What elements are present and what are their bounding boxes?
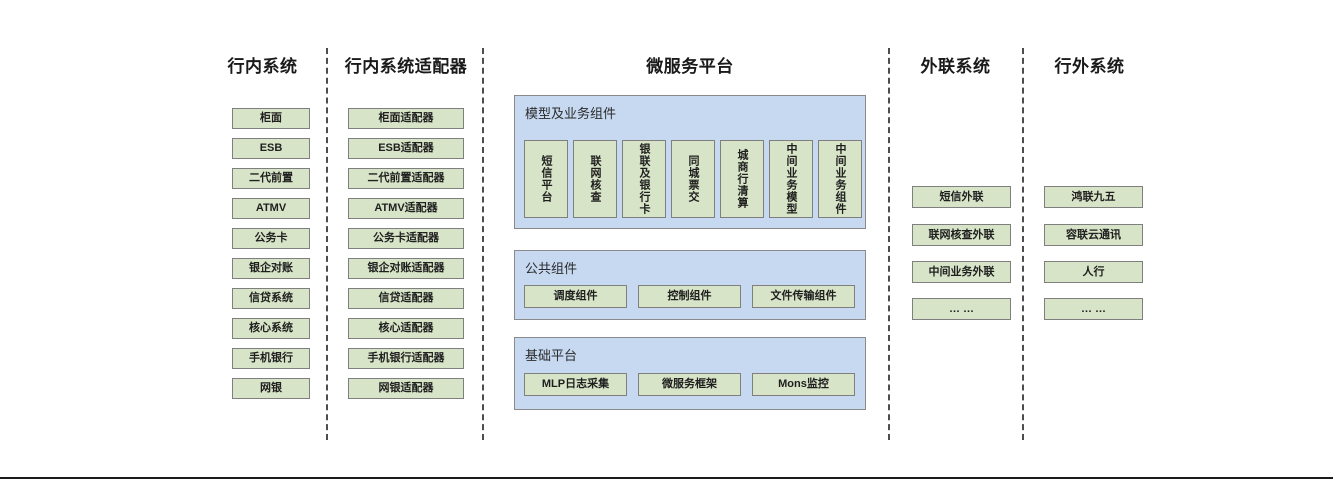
- column-title-external-link: 外联系统: [920, 57, 991, 76]
- column-title-inbank-adapter: 行内系统适配器: [344, 57, 468, 76]
- list-item[interactable]: 人行: [1044, 261, 1143, 283]
- list-item[interactable]: 二代前置: [232, 168, 310, 189]
- list-item[interactable]: 手机银行: [232, 348, 310, 369]
- component-box[interactable]: 联网核查: [573, 140, 617, 218]
- list-item[interactable]: 鸿联九五: [1044, 186, 1143, 208]
- list-item[interactable]: ESB适配器: [348, 138, 464, 159]
- list-item[interactable]: 柜面适配器: [348, 108, 464, 129]
- list-item[interactable]: … …: [912, 298, 1011, 320]
- list-item[interactable]: 信贷系统: [232, 288, 310, 309]
- list-item[interactable]: 联网核查外联: [912, 224, 1011, 246]
- component-box[interactable]: 控制组件: [638, 285, 741, 308]
- list-item[interactable]: 容联云通讯: [1044, 224, 1143, 246]
- list-item[interactable]: 核心系统: [232, 318, 310, 339]
- list-item[interactable]: 柜面: [232, 108, 310, 129]
- component-box[interactable]: Mons监控: [752, 373, 855, 396]
- component-box[interactable]: 中间业务模型: [769, 140, 813, 218]
- list-item[interactable]: 公务卡: [232, 228, 310, 249]
- component-box[interactable]: 同城票交: [671, 140, 715, 218]
- component-box[interactable]: 中间业务组件: [818, 140, 862, 218]
- list-item[interactable]: 二代前置适配器: [348, 168, 464, 189]
- column-title-outbank: 行外系统: [1054, 57, 1125, 76]
- list-item[interactable]: … …: [1044, 298, 1143, 320]
- panel-label-model-business: 模型及业务组件: [525, 106, 617, 121]
- separator-3: [888, 48, 890, 440]
- component-box[interactable]: 银联及银行卡: [622, 140, 666, 218]
- component-box[interactable]: MLP日志采集: [524, 373, 627, 396]
- list-item[interactable]: 银企对账适配器: [348, 258, 464, 279]
- separator-4: [1022, 48, 1024, 440]
- list-item[interactable]: 网银: [232, 378, 310, 399]
- list-item[interactable]: 短信外联: [912, 186, 1011, 208]
- panel-label-public-components: 公共组件: [525, 261, 578, 276]
- list-item[interactable]: 信贷适配器: [348, 288, 464, 309]
- component-box[interactable]: 调度组件: [524, 285, 627, 308]
- list-item[interactable]: 银企对账: [232, 258, 310, 279]
- component-box[interactable]: 城商行清算: [720, 140, 764, 218]
- list-item[interactable]: 网银适配器: [348, 378, 464, 399]
- list-item[interactable]: ATMV: [232, 198, 310, 219]
- separator-2: [482, 48, 484, 440]
- list-item[interactable]: 核心适配器: [348, 318, 464, 339]
- separator-1: [326, 48, 328, 440]
- list-item[interactable]: 中间业务外联: [912, 261, 1011, 283]
- column-title-microservice-platform: 微服务平台: [646, 57, 734, 76]
- list-item[interactable]: 公务卡适配器: [348, 228, 464, 249]
- bottom-divider: [0, 477, 1333, 479]
- component-box[interactable]: 文件传输组件: [752, 285, 855, 308]
- column-title-inbank: 行内系统: [227, 57, 298, 76]
- component-box[interactable]: 短信平台: [524, 140, 568, 218]
- panel-label-base-platform: 基础平台: [525, 348, 578, 363]
- list-item[interactable]: ESB: [232, 138, 310, 159]
- list-item[interactable]: 手机银行适配器: [348, 348, 464, 369]
- component-box[interactable]: 微服务框架: [638, 373, 741, 396]
- list-item[interactable]: ATMV适配器: [348, 198, 464, 219]
